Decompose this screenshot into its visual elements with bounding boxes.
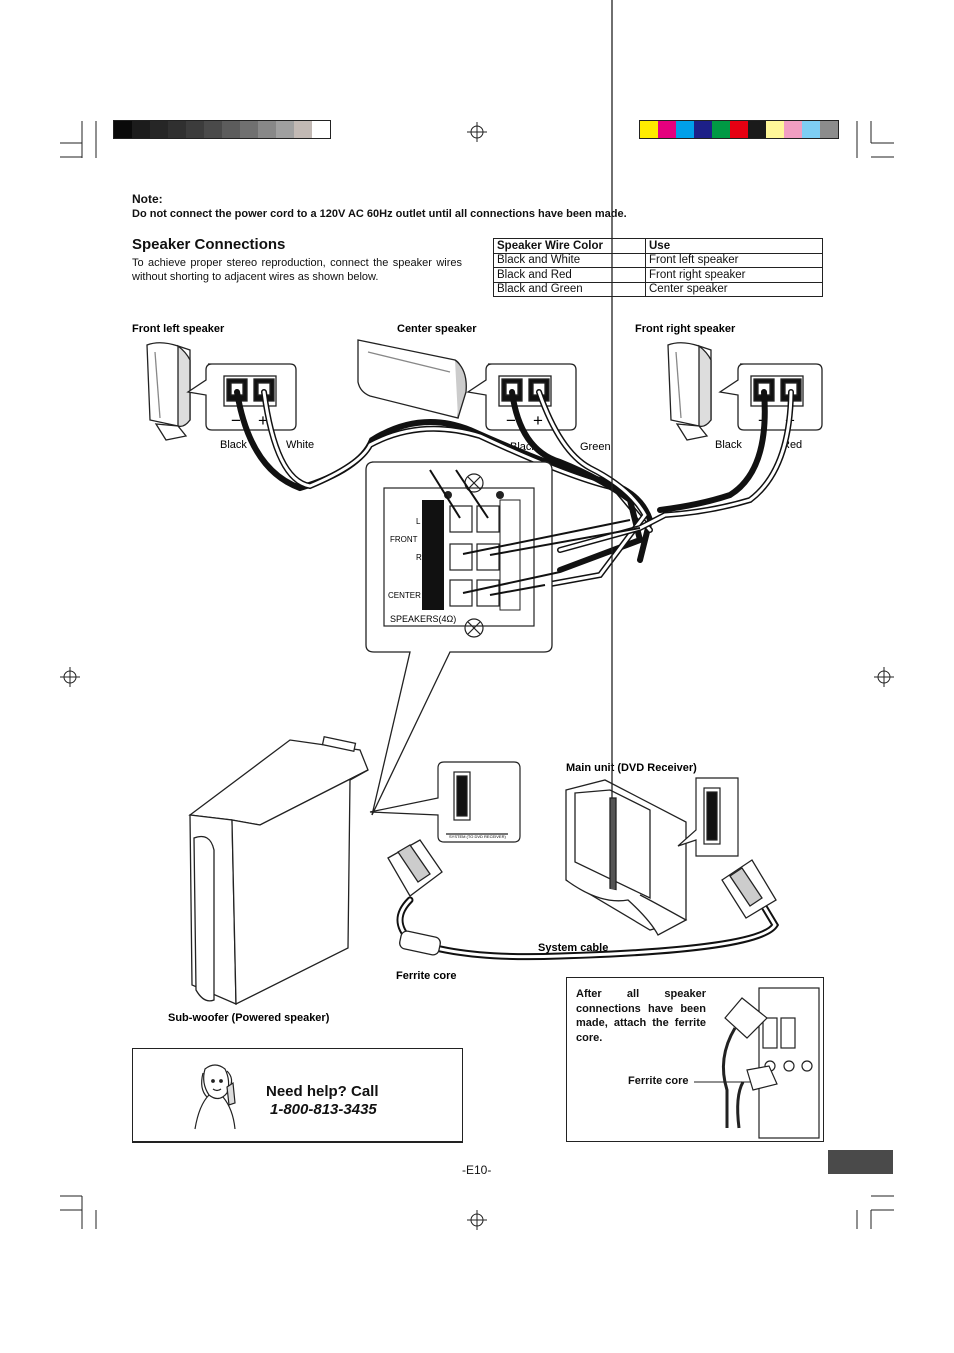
- color-swatch: [186, 121, 204, 138]
- help-box: Need help? Call 1-800-813-3435: [132, 1048, 463, 1143]
- table-row: Black and Green Center speaker: [493, 281, 823, 297]
- center-label: Center speaker: [397, 323, 477, 335]
- grayscale-calibration-bar: [113, 120, 331, 139]
- panel-label-r: R: [416, 553, 422, 562]
- panel-label-speakers: SPEAKERS(4Ω): [390, 614, 456, 624]
- color-swatch: [658, 121, 676, 138]
- wire-label-black: Black: [220, 439, 247, 451]
- section-intro: To achieve proper stereo reproduction, c…: [132, 257, 462, 283]
- front-left-label: Front left speaker: [132, 323, 225, 335]
- wire-color-table: Speaker Wire Color Use Black and White F…: [493, 238, 823, 297]
- registration-mark-icon: [60, 122, 894, 1230]
- subwoofer-icon: [188, 735, 369, 1006]
- panel-label-center: CENTER: [388, 591, 421, 600]
- plus-symbol: +: [533, 411, 543, 430]
- color-swatch: [276, 121, 294, 138]
- color-swatch: [820, 121, 838, 138]
- table-header: Use: [645, 238, 823, 254]
- minus-symbol: −: [506, 411, 516, 430]
- table-row: Black and White Front left speaker: [493, 252, 823, 268]
- table-header: Speaker Wire Color: [493, 238, 646, 254]
- color-swatch: [730, 121, 748, 138]
- page-number: -E10-: [462, 1163, 492, 1177]
- table-cell: Center speaker: [645, 281, 823, 297]
- color-swatch: [114, 121, 132, 138]
- center-terminal-icon: [466, 363, 577, 431]
- front-right-label: Front right speaker: [635, 323, 736, 335]
- color-swatch: [222, 121, 240, 138]
- wire-label-white: White: [286, 439, 314, 451]
- ferrite-attach-illustration: [694, 987, 820, 1139]
- color-swatch: [258, 121, 276, 138]
- color-swatch: [240, 121, 258, 138]
- color-swatch: [168, 121, 186, 138]
- color-swatch: [676, 121, 694, 138]
- page-edge-tab: [828, 1150, 893, 1174]
- minus-symbol: −: [231, 411, 241, 430]
- color-swatch: [312, 121, 330, 138]
- color-swatch: [640, 121, 658, 138]
- system-cable-connector-icon: [387, 839, 777, 919]
- panel-label-l: L: [416, 517, 421, 526]
- front-right-terminal-icon: [718, 363, 823, 431]
- color-calibration-bar: [639, 120, 839, 139]
- ferrite-core-label: Ferrite core: [396, 970, 457, 982]
- color-swatch: [132, 121, 150, 138]
- center-speaker-icon: [357, 339, 467, 419]
- table-header-row: Speaker Wire Color Use: [493, 238, 823, 254]
- wire-label-black: Black: [715, 439, 742, 451]
- subwoofer-port-callout: [369, 761, 521, 843]
- color-swatch: [204, 121, 222, 138]
- color-swatch: [784, 121, 802, 138]
- help-phone-number[interactable]: 1-800-813-3435: [270, 1101, 377, 1118]
- help-call-text: Need help? Call: [266, 1083, 379, 1100]
- ferrite-core-icon: [399, 930, 441, 956]
- rear-panel-callout: L FRONT R CENTER SPEAKERS(4Ω): [365, 461, 641, 816]
- speaker-wires: [234, 389, 794, 588]
- color-swatch: [748, 121, 766, 138]
- color-swatch: [766, 121, 784, 138]
- table-cell: Black and Green: [493, 281, 646, 297]
- section-heading: Speaker Connections: [132, 236, 286, 253]
- front-right-speaker-icon: [667, 342, 712, 441]
- support-agent-icon: [194, 1064, 236, 1130]
- dvd-receiver-icon: [565, 0, 688, 936]
- ferrite-box-label: Ferrite core: [628, 1075, 689, 1087]
- main-unit-label: Main unit (DVD Receiver): [566, 762, 697, 774]
- front-left-speaker-icon: [146, 342, 191, 441]
- ferrite-instruction-text: After all speaker connections have been …: [576, 988, 706, 1044]
- ferrite-instruction-box: After all speaker connections have been …: [566, 977, 824, 1142]
- note-text: Do not connect the power cord to a 120V …: [132, 208, 627, 220]
- note-label: Note:: [132, 192, 163, 206]
- system-cable-label: System cable: [538, 942, 608, 954]
- panel-label-front: FRONT: [390, 535, 418, 544]
- color-swatch: [802, 121, 820, 138]
- wire-label-green: Green: [580, 441, 611, 453]
- color-swatch: [294, 121, 312, 138]
- color-swatch: [694, 121, 712, 138]
- subwoofer-label: Sub-woofer (Powered speaker): [168, 1012, 330, 1024]
- sub-port-label: SYSTEM (TO DVD RECEIVER): [449, 834, 506, 839]
- plus-symbol: +: [258, 411, 268, 430]
- color-swatch: [150, 121, 168, 138]
- main-unit-port-callout: [677, 777, 739, 857]
- color-swatch: [712, 121, 730, 138]
